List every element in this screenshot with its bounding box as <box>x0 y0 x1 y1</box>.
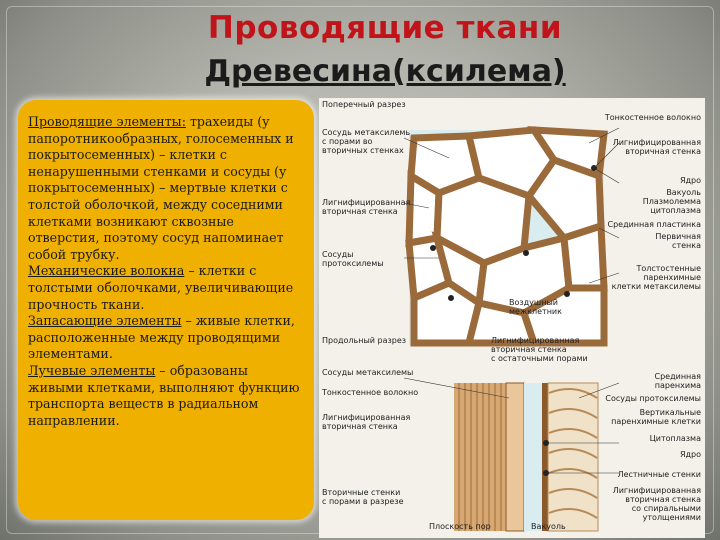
label-lateral-walls: Лестничные стенки <box>617 470 701 479</box>
cell <box>560 221 608 292</box>
cell <box>519 284 608 347</box>
nucleus <box>523 250 529 256</box>
label-cytoplasm-top: Вакуоль Плазмолемма цитоплазма <box>642 188 701 215</box>
pointer-lines <box>403 127 620 474</box>
paragraph-storage-elements: Запасающие элементы – живые клетки, расп… <box>28 313 304 363</box>
label-nucleus-bottom: Ядро <box>679 450 701 459</box>
spiral-thickenings <box>548 388 598 519</box>
xylem-illustration: Поперечный разрез Сосудь метаксилемь с п… <box>319 98 705 538</box>
text-ray-elements: – образованы живыми клетками, выполняют … <box>28 362 300 428</box>
vessel-wall <box>542 383 548 531</box>
label-thinwall-fiber: Тонкостенное волокно <box>604 113 701 122</box>
label-thick-parenchyma: Толстостенные паренхимные клетки метакси… <box>611 264 701 291</box>
label-lignified-spiral-center: Лигнифицированная вторичная стенка с ост… <box>491 336 588 363</box>
nucleus <box>564 291 570 297</box>
label-nucleus-top: Ядро <box>679 176 701 185</box>
term-conducting-elements: Проводящие элементы: <box>28 114 186 129</box>
label-metaxylem-vessel: Сосудь метаксилемь с порами во вторичных… <box>322 128 411 155</box>
spiral-vessel <box>547 382 599 532</box>
label-metaxylem-vessels: Сосуды метаксилемы <box>322 368 414 377</box>
label-cross-section: Поперечный разрез <box>322 100 406 109</box>
fiber-band <box>454 383 506 531</box>
vessel-lumen <box>524 383 542 531</box>
label-pits-wall: Вторичные стенки с порами в разрезе <box>322 488 404 506</box>
nuclei <box>430 165 597 301</box>
paragraph-conducting-elements: Проводящие элементы: трахеиды (у папорот… <box>28 114 304 263</box>
longitudinal-section <box>454 382 599 532</box>
paragraph-mechanical-fibers: Механические волокна – клетки с толстыми… <box>28 263 304 313</box>
fiber-hatching <box>458 383 502 531</box>
text-storage-elements: – живые клетки, расположенные между пров… <box>28 313 295 362</box>
text-conducting-elements: трахеиды (у папоротникообразных, голосем… <box>28 114 294 262</box>
slide-title: Проводящие ткани <box>207 10 563 46</box>
label-long-section: Продольный разрез <box>322 336 407 345</box>
label-thinwall-fiber-bottom: Тонкостенное волокно <box>322 388 419 397</box>
text-mechanical-fibers: – клетки с толстыми оболочками, увеличив… <box>28 263 294 312</box>
vessel-wall <box>505 382 525 532</box>
label-cytoplasm-bottom: Цитоплазма <box>649 434 701 443</box>
nucleus <box>448 295 454 301</box>
label-middle-parenchyma: Срединная паренхима <box>654 372 702 390</box>
label-vertical-cells: Вертикальные паренхимные клетки <box>611 408 701 426</box>
slide-subtitle: Древесина(ксилема) <box>204 54 566 89</box>
term-storage-elements: Запасающие элементы <box>28 313 182 329</box>
term-mechanical-fibers: Механические волокна <box>28 263 185 279</box>
label-lignified-spiral-right: Лигнифицированная вторичная стенка со сп… <box>612 486 701 522</box>
label-pit-surface: Плоскость пор <box>429 522 491 531</box>
nucleus <box>430 245 436 251</box>
label-lignified-secondary: Лигнифицированная вторичная стенка <box>612 138 701 156</box>
label-protoxylem: Сосуды протоксилемы <box>605 394 701 403</box>
label-lignified-wall-bottom: Лигнифицированная вторичная стенка <box>322 413 411 431</box>
label-lignified-wall: Лигнифицированная вторичная стенка <box>322 198 411 216</box>
text-panel: Проводящие элементы: трахеиды (у папорот… <box>18 100 314 520</box>
label-air-gap: Воздушный межклетник <box>509 298 562 316</box>
label-protoxylem-vessels: Сосуды протоксилемы <box>322 250 384 268</box>
label-vessel-end: Вакуоль <box>531 522 566 531</box>
label-middle-lamella: Срединная пластинка <box>607 220 701 229</box>
label-primary-wall: Первичная стенка <box>655 232 701 250</box>
term-ray-elements: Лучевые элементы <box>28 362 156 378</box>
paragraph-ray-elements: Лучевые элементы – образованы живыми кле… <box>28 363 304 429</box>
xylem-diagram-svg <box>403 126 620 532</box>
cross-section-cells <box>405 126 608 347</box>
